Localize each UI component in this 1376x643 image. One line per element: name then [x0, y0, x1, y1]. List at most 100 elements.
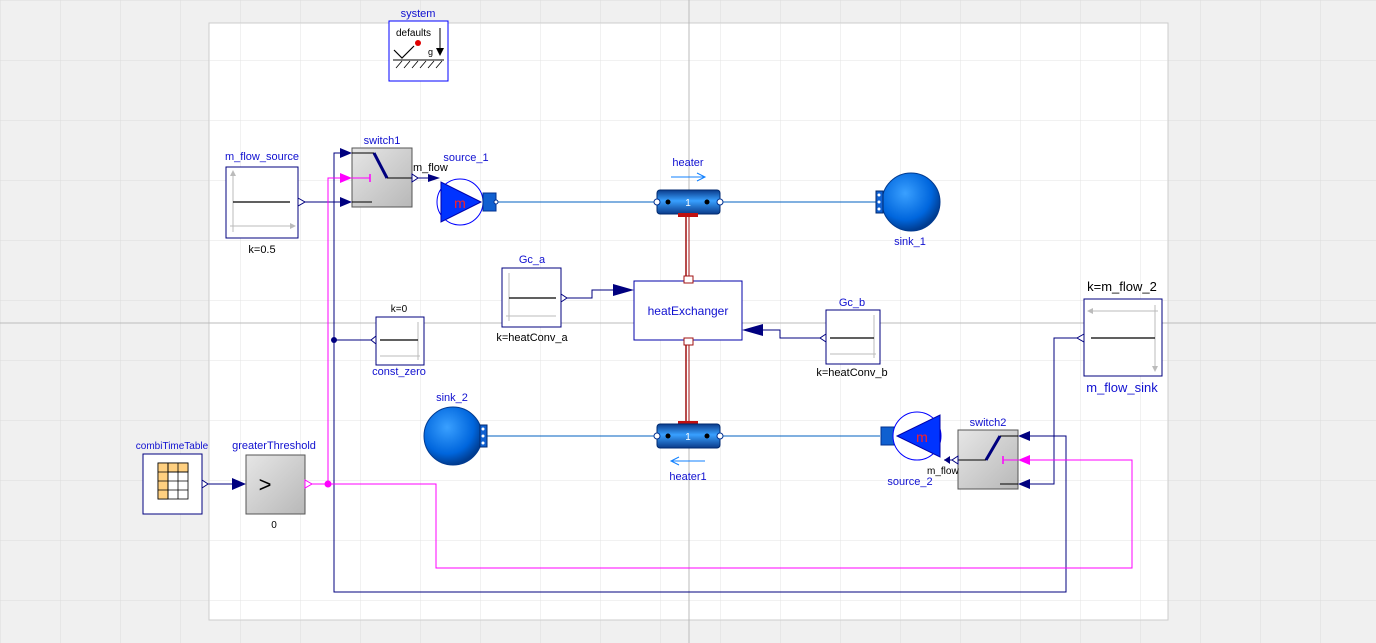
gc-b-output-port[interactable]: [819, 333, 827, 343]
switch2-output-port[interactable]: [951, 455, 959, 465]
connection-greaterthreshold-switch1[interactable]: [312, 177, 342, 485]
heat-exchanger-heatport-top[interactable]: [683, 275, 694, 284]
system-g-label: g: [428, 47, 433, 57]
combi-time-table-output-port[interactable]: [201, 479, 209, 489]
combi-time-table-label: combiTimeTable: [136, 441, 209, 452]
switch1-input-ctrl-port[interactable]: [340, 173, 352, 183]
source-2-input-port[interactable]: [944, 456, 950, 464]
switch2-input-ctrl-port[interactable]: [1018, 455, 1030, 465]
connection-greaterthreshold-switch2[interactable]: [328, 459, 1133, 569]
heater1-port-label: 1: [685, 432, 691, 443]
sink-2-ball: [423, 406, 483, 466]
greater-threshold-component[interactable]: greaterThreshold > 0: [232, 440, 316, 531]
sink-2-component[interactable]: sink_2: [423, 392, 488, 466]
heater-dot-left: [665, 199, 671, 205]
sink-2-label: sink_2: [436, 392, 468, 404]
sink-1-label: sink_1: [894, 236, 926, 248]
m-flow-source-param: k=0.5: [248, 244, 275, 256]
m-flow-source-xarrow-icon: [290, 223, 296, 229]
heater-port-a[interactable]: [653, 198, 661, 206]
heater-dot-right: [704, 199, 710, 205]
switch2-input-bottom-port[interactable]: [1018, 479, 1030, 489]
const-zero-output-port[interactable]: [370, 334, 377, 346]
switch1-output-label: m_flow: [413, 162, 448, 174]
heater1-dot-right: [704, 433, 710, 439]
greater-threshold-output-port[interactable]: [304, 479, 314, 489]
const-zero-component[interactable]: k=0 const_zero: [370, 304, 426, 378]
heater-component[interactable]: heater 1: [653, 157, 724, 217]
system-label: system: [401, 8, 436, 20]
source-1-input-port[interactable]: [428, 174, 440, 182]
gc-b-component[interactable]: Gc_b k=heatConv_b: [816, 297, 887, 379]
source-2-pump-icon: [895, 414, 941, 458]
m-flow-sink-xarrow-icon: [1087, 308, 1093, 314]
combi-time-table-component[interactable]: combiTimeTable: [136, 441, 209, 515]
greater-threshold-symbol: >: [259, 472, 272, 497]
heat-exchanger-box: [633, 280, 743, 341]
junction-dot: [331, 337, 337, 343]
heat-exchanger-input-b-port[interactable]: [742, 324, 763, 336]
system-component[interactable]: system defaults g: [388, 8, 449, 82]
heater1-port-a[interactable]: [653, 432, 661, 440]
heat-exchanger-heatport-bottom[interactable]: [683, 337, 694, 346]
m-flow-source-yarrow-icon: [230, 170, 236, 176]
ground-hatch-icon: [395, 60, 443, 69]
system-dot-icon: [415, 40, 421, 46]
sink-1-port-hole-2: [877, 200, 881, 204]
sink-1-ball: [881, 172, 941, 232]
switch1-input-top-port[interactable]: [340, 148, 352, 158]
greater-threshold-input-port[interactable]: [232, 478, 246, 490]
const-zero-label: const_zero: [372, 366, 426, 378]
connection-constzero-switch1[interactable]: [333, 152, 374, 341]
switch2-lever: [984, 435, 1002, 461]
sink-1-port-hole-3: [877, 207, 881, 211]
switch1-output-port[interactable]: [411, 173, 419, 183]
source-2-port[interactable]: [880, 426, 895, 446]
m-flow-source-component[interactable]: m_flow_source k=0.5: [225, 151, 307, 256]
connection-mflowsink-switch2[interactable]: [1026, 337, 1080, 485]
switch1-label: switch1: [364, 135, 401, 147]
source-1-label: source_1: [443, 152, 488, 164]
heater-port-b[interactable]: [716, 198, 724, 206]
connection-constzero-switch2[interactable]: [333, 340, 1067, 593]
heater-heatport[interactable]: [678, 213, 698, 217]
sink-2-port-hole-3: [481, 441, 485, 445]
m-flow-source-label: m_flow_source: [225, 151, 299, 163]
gc-a-component[interactable]: Gc_a k=heatConv_a: [496, 254, 568, 344]
switch2-input-top-port[interactable]: [1018, 431, 1030, 441]
const-zero-box: [375, 316, 425, 366]
sink-2-port-hole: [481, 427, 485, 431]
source-1-pump-icon: [440, 181, 483, 223]
connection-gca-heatexchanger[interactable]: [567, 289, 632, 299]
gc-b-label: Gc_b: [839, 297, 865, 309]
switch2-component[interactable]: switch2 m_flow: [927, 417, 1030, 490]
m-flow-sink-label: m_flow_sink: [1086, 380, 1158, 395]
source-2-label: source_2: [887, 476, 932, 488]
heat-exchanger-input-a-port[interactable]: [613, 284, 634, 296]
sink-1-port-hole: [877, 193, 881, 197]
m-flow-sink-output-port[interactable]: [1075, 333, 1085, 343]
gravity-arrowhead-icon: [436, 48, 444, 56]
greater-threshold-param: 0: [271, 520, 277, 531]
gc-b-param: k=heatConv_b: [816, 367, 887, 379]
switch1-lever: [372, 152, 389, 179]
heater-port-label: 1: [685, 198, 691, 209]
switch2-output-label: m_flow: [927, 466, 959, 477]
heater1-dot-left: [665, 433, 671, 439]
heater1-port-b[interactable]: [716, 432, 724, 440]
switch1-input-bottom-port[interactable]: [340, 197, 352, 207]
m-flow-source-output-port[interactable]: [297, 197, 307, 207]
heat-exchanger-label: heatExchanger: [648, 304, 729, 318]
heater1-component[interactable]: 1 heater1: [653, 421, 724, 483]
heat-exchanger-component[interactable]: heatExchanger: [613, 275, 763, 346]
source-2-component[interactable]: m source_2: [880, 411, 950, 488]
sink-1-component[interactable]: sink_1: [875, 172, 941, 248]
m-flow-sink-component[interactable]: k=m_flow_2 m_flow_sink: [1075, 279, 1163, 395]
source-1-component[interactable]: source_1 m: [428, 152, 499, 226]
gc-a-output-port[interactable]: [560, 293, 568, 303]
heater1-heatport[interactable]: [678, 421, 698, 425]
switch1-component[interactable]: switch1 m_flow: [340, 135, 448, 208]
greater-threshold-box: [245, 454, 306, 515]
m-flow-sink-yarrow-icon: [1152, 366, 1158, 372]
